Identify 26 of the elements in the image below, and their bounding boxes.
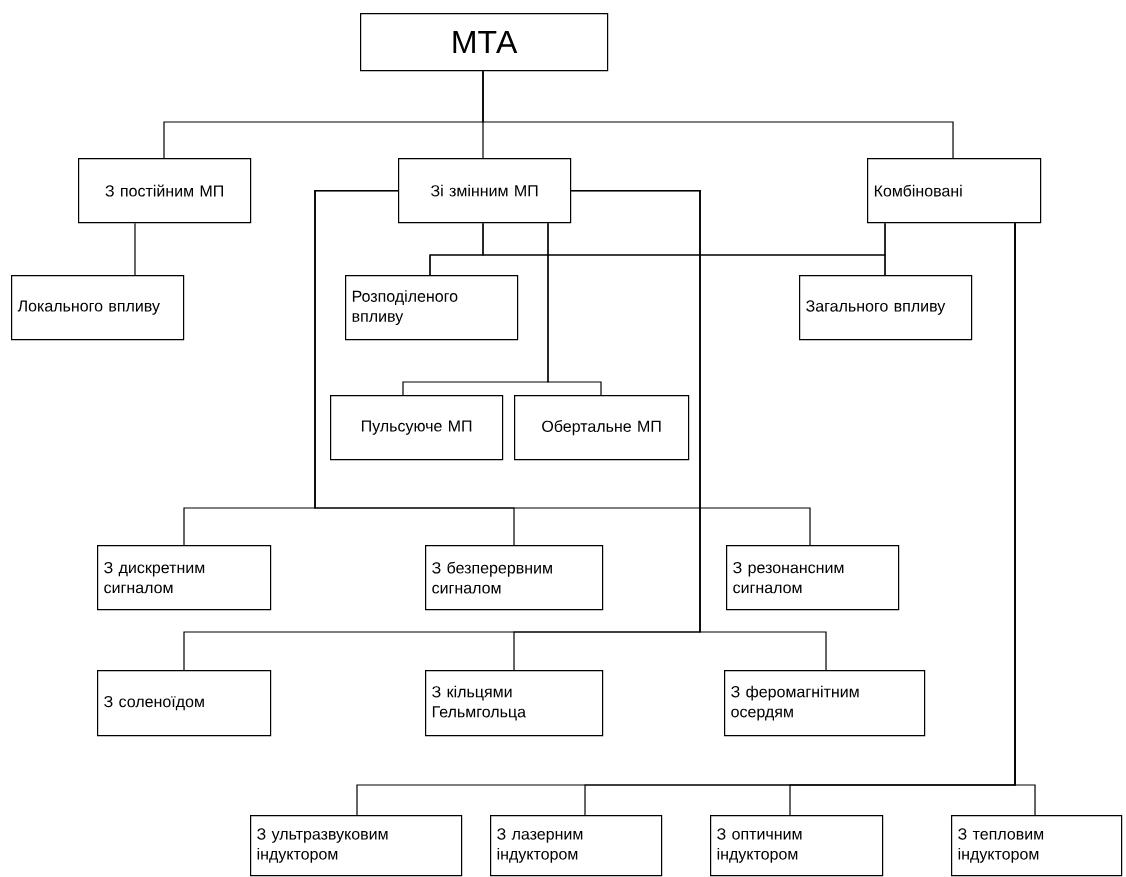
title-box: МТА (360, 13, 609, 72)
category-box: З резонансним сигналом (726, 545, 900, 611)
category-box: З феромагнітним осердям (724, 670, 926, 737)
connector-line (884, 222, 886, 276)
category-box: Зі змінним МП (398, 158, 572, 224)
connector-line (482, 70, 954, 159)
category-box: З постійним МП (78, 158, 252, 224)
category-box: З ультразвуковим індуктором (250, 815, 463, 877)
connector-line (547, 222, 602, 396)
category-box: З дискретним сигналом (97, 545, 272, 611)
category-box: Комбіновані (867, 158, 1042, 224)
category-box: З соленоїдом (97, 670, 272, 737)
category-box: З безперервним сигналом (425, 545, 604, 611)
category-box: З лазерним індуктором (490, 815, 663, 877)
connector-line (570, 190, 827, 671)
connector-line (314, 190, 811, 546)
connector-line (134, 222, 136, 276)
category-box: Обертальне МП (514, 395, 690, 461)
category-box: З кільцями Гельмгольца (425, 670, 604, 737)
category-box: Пульсуюче МП (330, 395, 504, 461)
category-box: З оптичним індуктором (710, 815, 884, 877)
category-box: Розподіленого впливу (345, 275, 519, 341)
category-box: Локального впливу (11, 275, 185, 341)
category-box: Загального впливу (799, 275, 973, 341)
connector-line (1014, 222, 1036, 816)
category-box: З тепловим індуктором (951, 815, 1123, 877)
